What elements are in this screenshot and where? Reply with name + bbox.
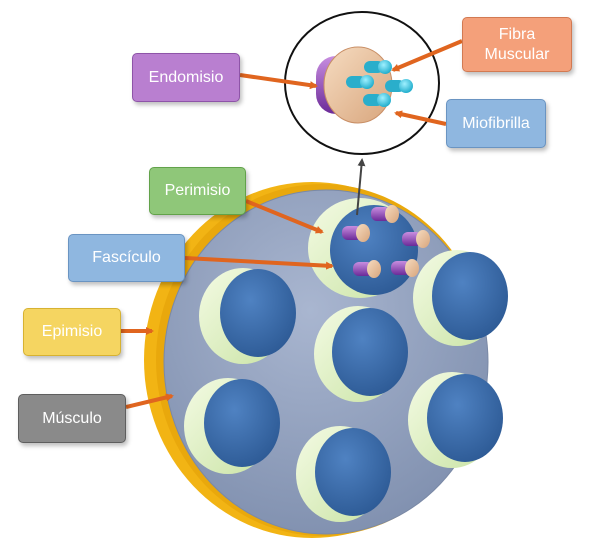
myofibril	[363, 93, 391, 107]
label-epimisio: Epimisio	[23, 308, 121, 356]
fascicle	[184, 378, 280, 474]
fascicle	[199, 268, 296, 364]
myofibril	[364, 60, 392, 74]
label-musculo: Músculo	[18, 394, 126, 443]
label-endomisio: Endomisio	[132, 53, 240, 102]
fascicle	[413, 250, 508, 346]
arrow-perimisio	[245, 199, 324, 234]
myofibril	[346, 75, 374, 89]
muscle-fiber-cylinder	[391, 259, 419, 277]
label-endomisio-text: Endomisio	[148, 68, 224, 86]
label-fibra-muscular: Fibra Muscular	[462, 17, 572, 72]
label-fasciculo: Fascículo	[68, 234, 185, 282]
myofibril-bundle	[346, 60, 413, 107]
fiber-magnified-view	[284, 11, 440, 155]
arrow-musculo	[125, 393, 174, 409]
connector-arrows	[121, 39, 463, 409]
label-miofibrilla-text: Miofibrilla	[462, 114, 530, 132]
fascicle	[408, 372, 503, 468]
fascicle	[296, 426, 391, 522]
label-epimisio-text: Epimisio	[41, 323, 103, 340]
label-musculo-text: Músculo	[42, 409, 102, 427]
muscle-fiber-cylinder	[371, 205, 399, 223]
label-perimisio-text: Perimisio	[164, 182, 231, 199]
fascicle-group	[184, 198, 508, 522]
fascicle	[314, 306, 408, 402]
muscle-fiber-cylinder	[402, 230, 430, 248]
label-fasciculo-text: Fascículo	[92, 249, 161, 266]
arrow-miofibrilla	[394, 110, 447, 126]
muscle-fiber-cylinder	[342, 224, 370, 242]
arrow-fasciculo	[184, 256, 334, 270]
myofibril	[385, 79, 413, 93]
fascicle-detail	[308, 198, 430, 298]
arrow-fibra	[391, 39, 463, 72]
muscle-fiber-cylinder	[353, 260, 381, 278]
label-miofibrilla: Miofibrilla	[446, 99, 546, 148]
arrow-zoom	[356, 158, 366, 216]
arrow-endomisio	[239, 73, 318, 90]
label-perimisio: Perimisio	[149, 167, 246, 215]
label-fibra-line1: Fibra	[498, 25, 536, 43]
label-fibra-line2: Muscular	[484, 45, 550, 63]
